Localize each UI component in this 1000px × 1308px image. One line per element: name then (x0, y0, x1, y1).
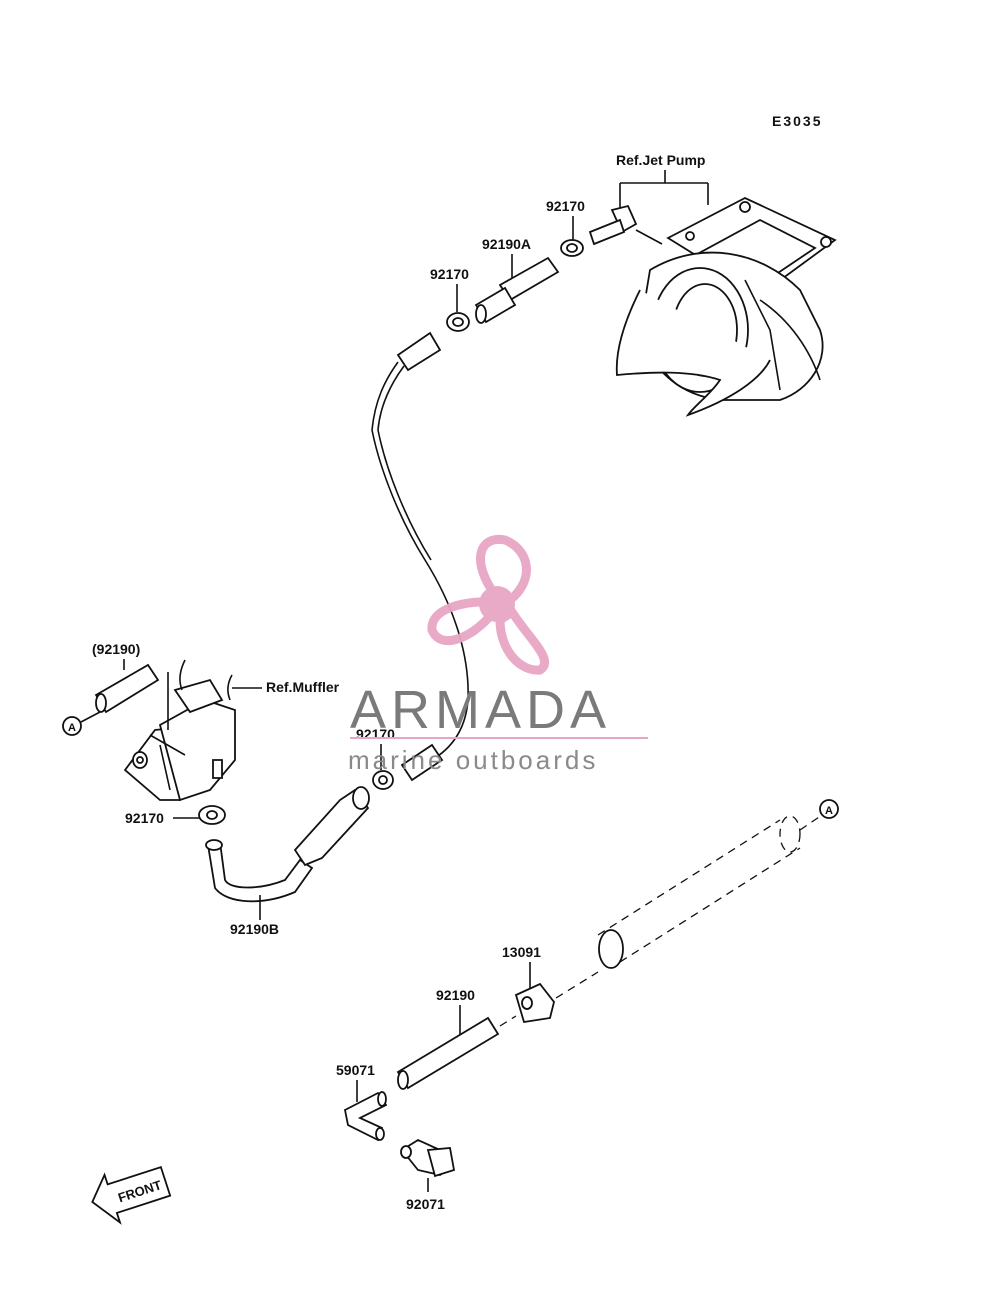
diagram-code: E3035 (772, 113, 822, 129)
watermark-tagline: marine outboards (348, 745, 598, 775)
clamp-top (560, 239, 584, 257)
part-92170-left: 92170 (430, 266, 469, 282)
jet-pump-housing (615, 196, 837, 417)
bracket-13091 (514, 971, 599, 1024)
jet-pump-leader (619, 170, 709, 212)
hose-92190-paren (94, 663, 160, 714)
callout-a-left: A (62, 716, 82, 736)
watermark-brand: ARMADA (350, 680, 611, 740)
fitting-92071 (400, 1138, 456, 1178)
callout-a-right: A (819, 799, 839, 819)
part-92071: 92071 (406, 1196, 445, 1212)
svg-text:A: A (68, 722, 76, 734)
part-59071: 59071 (336, 1062, 375, 1078)
part-13091: 13091 (502, 944, 541, 960)
part-92190a: 92190A (482, 236, 531, 252)
tube-dashed (597, 814, 823, 969)
ref-muffler-label: Ref.Muffler (266, 679, 340, 695)
pump-elbow-fitting (588, 204, 663, 246)
muffler (123, 659, 236, 802)
hose-92190b (205, 786, 370, 903)
part-92190b: 92190B (230, 921, 279, 937)
long-hose (371, 331, 469, 782)
part-92190-paren: (92190) (92, 641, 140, 657)
armada-logo-icon (427, 534, 550, 675)
front-arrow-icon: FRONT (91, 1165, 172, 1225)
elbow-59071 (343, 1091, 388, 1142)
svg-text:A: A (825, 805, 833, 817)
leader-callout-a-left (80, 711, 101, 723)
hose-92190-bottom (396, 1015, 517, 1090)
part-92170-muffler: 92170 (125, 810, 164, 826)
hose-92190a (474, 256, 560, 324)
ref-jet-pump-label: Ref.Jet Pump (616, 152, 705, 168)
clamp-mid (372, 770, 394, 790)
clamp-muffler (198, 805, 226, 825)
clamp-left (446, 312, 470, 332)
part-92170-top: 92170 (546, 198, 585, 214)
part-92190-bottom: 92190 (436, 987, 475, 1003)
